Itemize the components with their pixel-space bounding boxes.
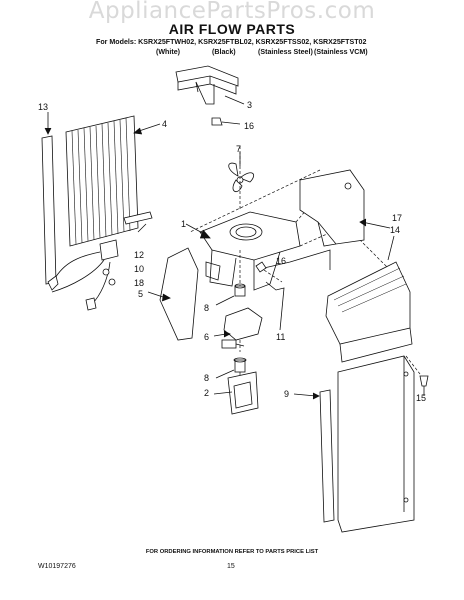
variant-stainless-vcm: (Stainless VCM) [314,48,368,56]
part-3-bracket [175,65,239,105]
part-8-lower-grommet [215,357,247,379]
screw-16-middle [255,261,267,273]
variant-stainless-steel: (Stainless Steel) [258,48,313,56]
part-9-strip [293,389,335,523]
models-line: For Models: KSRX25FTWH02, KSRX25FTBL02, … [96,38,367,46]
watermark: AppliancePartsPros.com [88,0,376,24]
callout-14: 14 [390,225,400,235]
callout-18: 18 [134,278,144,288]
part-1-air-tower [185,211,301,291]
part-17-duct-cover [299,169,391,247]
part-14-evaporator-cover [325,235,413,363]
part-13-strip [41,112,57,285]
callout-3: 3 [247,100,252,110]
part-7-fan-blade [228,152,254,193]
callout-11: 11 [276,332,285,342]
callout-6: 6 [204,332,209,342]
callout-16-middle: 16 [276,256,286,266]
page-title: AIR FLOW PARTS [168,21,296,37]
callout-13: 13 [38,102,48,112]
part-12-connector [123,211,153,233]
callout-15: 15 [416,393,426,403]
part-2-motor-bracket [213,371,259,415]
callout-2: 2 [204,388,209,398]
callout-8-lower: 8 [204,373,209,383]
variant-white: (White) [156,48,181,56]
callout-10: 10 [134,264,144,274]
part-18-wire-harness [47,239,119,311]
callout-12: 12 [134,250,144,260]
part-5-side-panel [147,247,199,341]
callout-1: 1 [181,219,186,229]
variant-black: (Black) [212,48,236,56]
screw-16-top [211,117,241,126]
page-number: 15 [227,563,235,570]
callout-17: 17 [392,213,402,223]
callout-7: 7 [236,144,241,154]
callout-16-top: 16 [244,121,254,131]
part-15-rear-panel [337,355,429,533]
part-6-motor [213,307,263,349]
callout-5: 5 [138,289,143,299]
part-8-upper-grommet [215,283,246,306]
callout-9: 9 [284,389,289,399]
part-4-panel [65,115,161,247]
part-11-wire [263,249,331,331]
callout-4: 4 [162,119,167,129]
ordering-note: FOR ORDERING INFORMATION REFER TO PARTS … [145,549,319,555]
document-number: W10197276 [38,563,76,570]
callout-8-upper: 8 [204,303,209,313]
